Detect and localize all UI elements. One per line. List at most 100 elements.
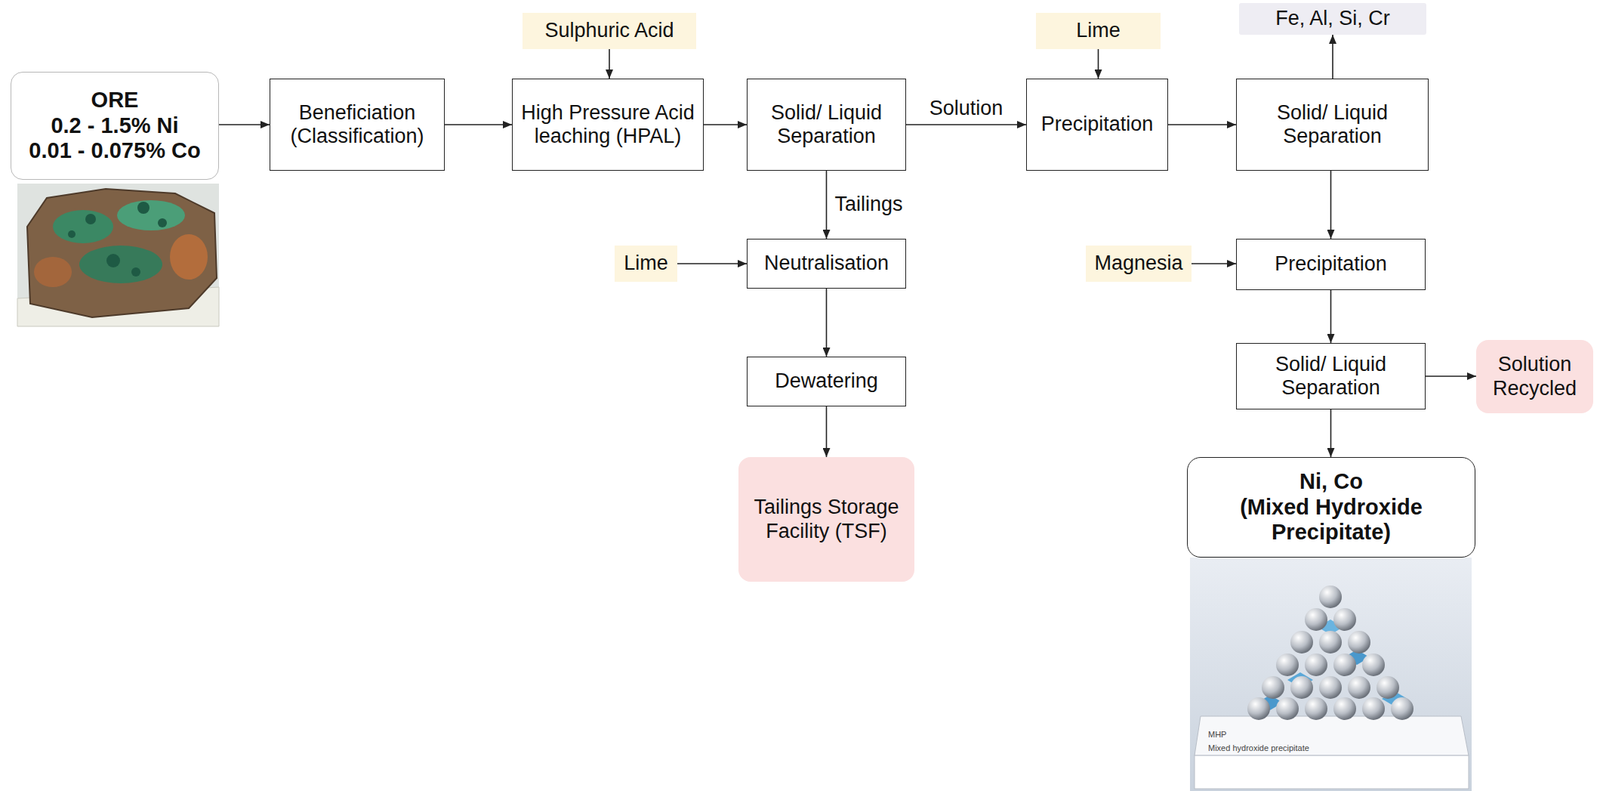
impurity-label: Fe, Al, Si, Cr <box>1239 3 1427 35</box>
mhp-sphere <box>1276 696 1299 720</box>
flow-arrow <box>826 288 828 357</box>
mhp-sphere <box>1319 585 1342 608</box>
flow-arrow <box>1425 375 1477 377</box>
ore-crystal <box>67 230 76 238</box>
process-box: Dewatering <box>746 356 907 407</box>
output-box: Solution Recycled <box>1476 339 1594 414</box>
edge-label: Solution <box>927 96 1006 121</box>
mhp-sphere <box>1319 675 1342 699</box>
mhp-slab-front <box>1194 755 1469 789</box>
process-box: High Pressure Acid leaching (HPAL) <box>511 78 704 171</box>
mhp-sphere <box>1304 696 1328 720</box>
node-text: Precipitation <box>1241 252 1421 276</box>
node-text: Beneficiation (Classification) <box>274 101 440 148</box>
node-text: Magnesia <box>1090 251 1187 275</box>
picture-label: Mixed hydroxide precipitate <box>1208 742 1310 753</box>
process-box: Solid/ Liquid Separation <box>1236 342 1426 410</box>
ore-oxide <box>169 234 208 280</box>
mhp-sphere <box>1333 607 1357 631</box>
process-box: Solid/ Liquid Separation <box>746 78 907 171</box>
ore-oxide <box>33 256 72 287</box>
process-box: Beneficiation (Classification) <box>269 78 445 171</box>
node-text: Precipitation <box>1031 112 1163 136</box>
ore-crystal <box>137 201 150 214</box>
node-text: Ni, Co <box>1192 468 1471 494</box>
node-text: High Pressure Acid leaching (HPAL) <box>517 101 699 148</box>
product-box: Ni, Co(Mixed Hydroxide Precipitate) <box>1186 456 1476 558</box>
mhp-slab-top <box>1194 715 1469 756</box>
mhp-sphere <box>1304 607 1328 631</box>
ore-mineral <box>52 209 114 244</box>
node-subtext: (Mixed Hydroxide Precipitate) <box>1192 494 1471 546</box>
mhp-sphere <box>1333 653 1357 676</box>
mhp-sphere <box>1333 696 1357 720</box>
process-box: Precipitation <box>1236 238 1426 290</box>
ore-mineral <box>79 245 163 284</box>
node-text: Sulphuric Acid <box>527 18 692 43</box>
flow-arrow <box>826 406 828 457</box>
output-box: Tailings Storage Facility (TSF) <box>738 456 915 582</box>
ore-crystal <box>106 253 121 268</box>
mhp-sphere <box>1376 675 1400 699</box>
flow-arrow <box>906 123 1027 126</box>
flow-arrow <box>1097 49 1100 79</box>
node-text: Lime <box>619 251 673 275</box>
flow-arrow <box>703 123 747 126</box>
ore-box: ORE0.2 - 1.5% Ni0.01 - 0.075% Co <box>10 71 219 180</box>
node-text: Solid/ Liquid Separation <box>752 101 901 148</box>
mhp-background <box>1189 557 1472 791</box>
node-subtext: 0.01 - 0.075% Co <box>15 138 214 164</box>
flow-arrow <box>677 262 747 265</box>
flow-arrow <box>1331 34 1334 79</box>
ore-crystal <box>131 267 141 277</box>
node-text: ORE <box>15 87 214 113</box>
reagent-label: Magnesia <box>1085 245 1192 281</box>
process-box: Precipitation <box>1026 78 1169 171</box>
ore-background <box>17 183 219 327</box>
picture-label: MHP <box>1208 729 1227 739</box>
reagent-label: Sulphuric Acid <box>522 12 697 49</box>
flow-arrow <box>444 123 512 126</box>
node-text: Neutralisation <box>752 251 901 275</box>
flow-arrow <box>1330 170 1332 239</box>
flow-arrow <box>1191 262 1237 265</box>
node-text: Solution Recycled <box>1480 352 1589 400</box>
flow-arrow <box>218 123 270 126</box>
ore-rock <box>27 188 217 318</box>
node-text: Solid/ Liquid Separation <box>1241 101 1424 148</box>
flow-arrow <box>608 49 611 79</box>
node-text: Solid/ Liquid Separation <box>1241 352 1421 400</box>
mhp-picture <box>1189 557 1472 791</box>
process-box: Solid/ Liquid Separation <box>1236 78 1429 171</box>
mhp-sphere <box>1304 653 1328 676</box>
node-text: Lime <box>1040 18 1157 43</box>
mhp-sphere <box>1276 653 1299 676</box>
mhp-sphere <box>1290 630 1314 654</box>
flow-arrow <box>1168 123 1237 126</box>
node-text: Tailings Storage Facility (TSF) <box>742 495 910 543</box>
ore-crystal <box>85 213 96 225</box>
mhp-sphere <box>1261 675 1285 699</box>
edge-label: Tailings <box>832 192 906 216</box>
mhp-sphere <box>1362 653 1385 676</box>
mhp-sphere <box>1247 696 1271 720</box>
mhp-sphere <box>1347 630 1371 654</box>
node-subtext: 0.2 - 1.5% Ni <box>15 113 214 139</box>
mhp-sphere <box>1390 696 1414 720</box>
process-box: Neutralisation <box>746 238 907 289</box>
flow-arrow <box>1330 289 1332 343</box>
ore-crystal <box>157 218 167 228</box>
ore-mineral <box>117 200 185 231</box>
reagent-label: Lime <box>1035 12 1161 49</box>
node-text: Dewatering <box>752 369 901 393</box>
node-text: Fe, Al, Si, Cr <box>1243 6 1422 31</box>
mhp-sphere <box>1347 675 1371 699</box>
mhp-sphere <box>1290 675 1314 699</box>
flow-arrow <box>1330 409 1332 457</box>
mhp-sphere <box>1362 696 1385 720</box>
ore-picture <box>17 183 219 327</box>
mhp-sphere <box>1319 630 1342 654</box>
reagent-label: Lime <box>614 245 678 281</box>
flow-arrow <box>826 170 828 239</box>
